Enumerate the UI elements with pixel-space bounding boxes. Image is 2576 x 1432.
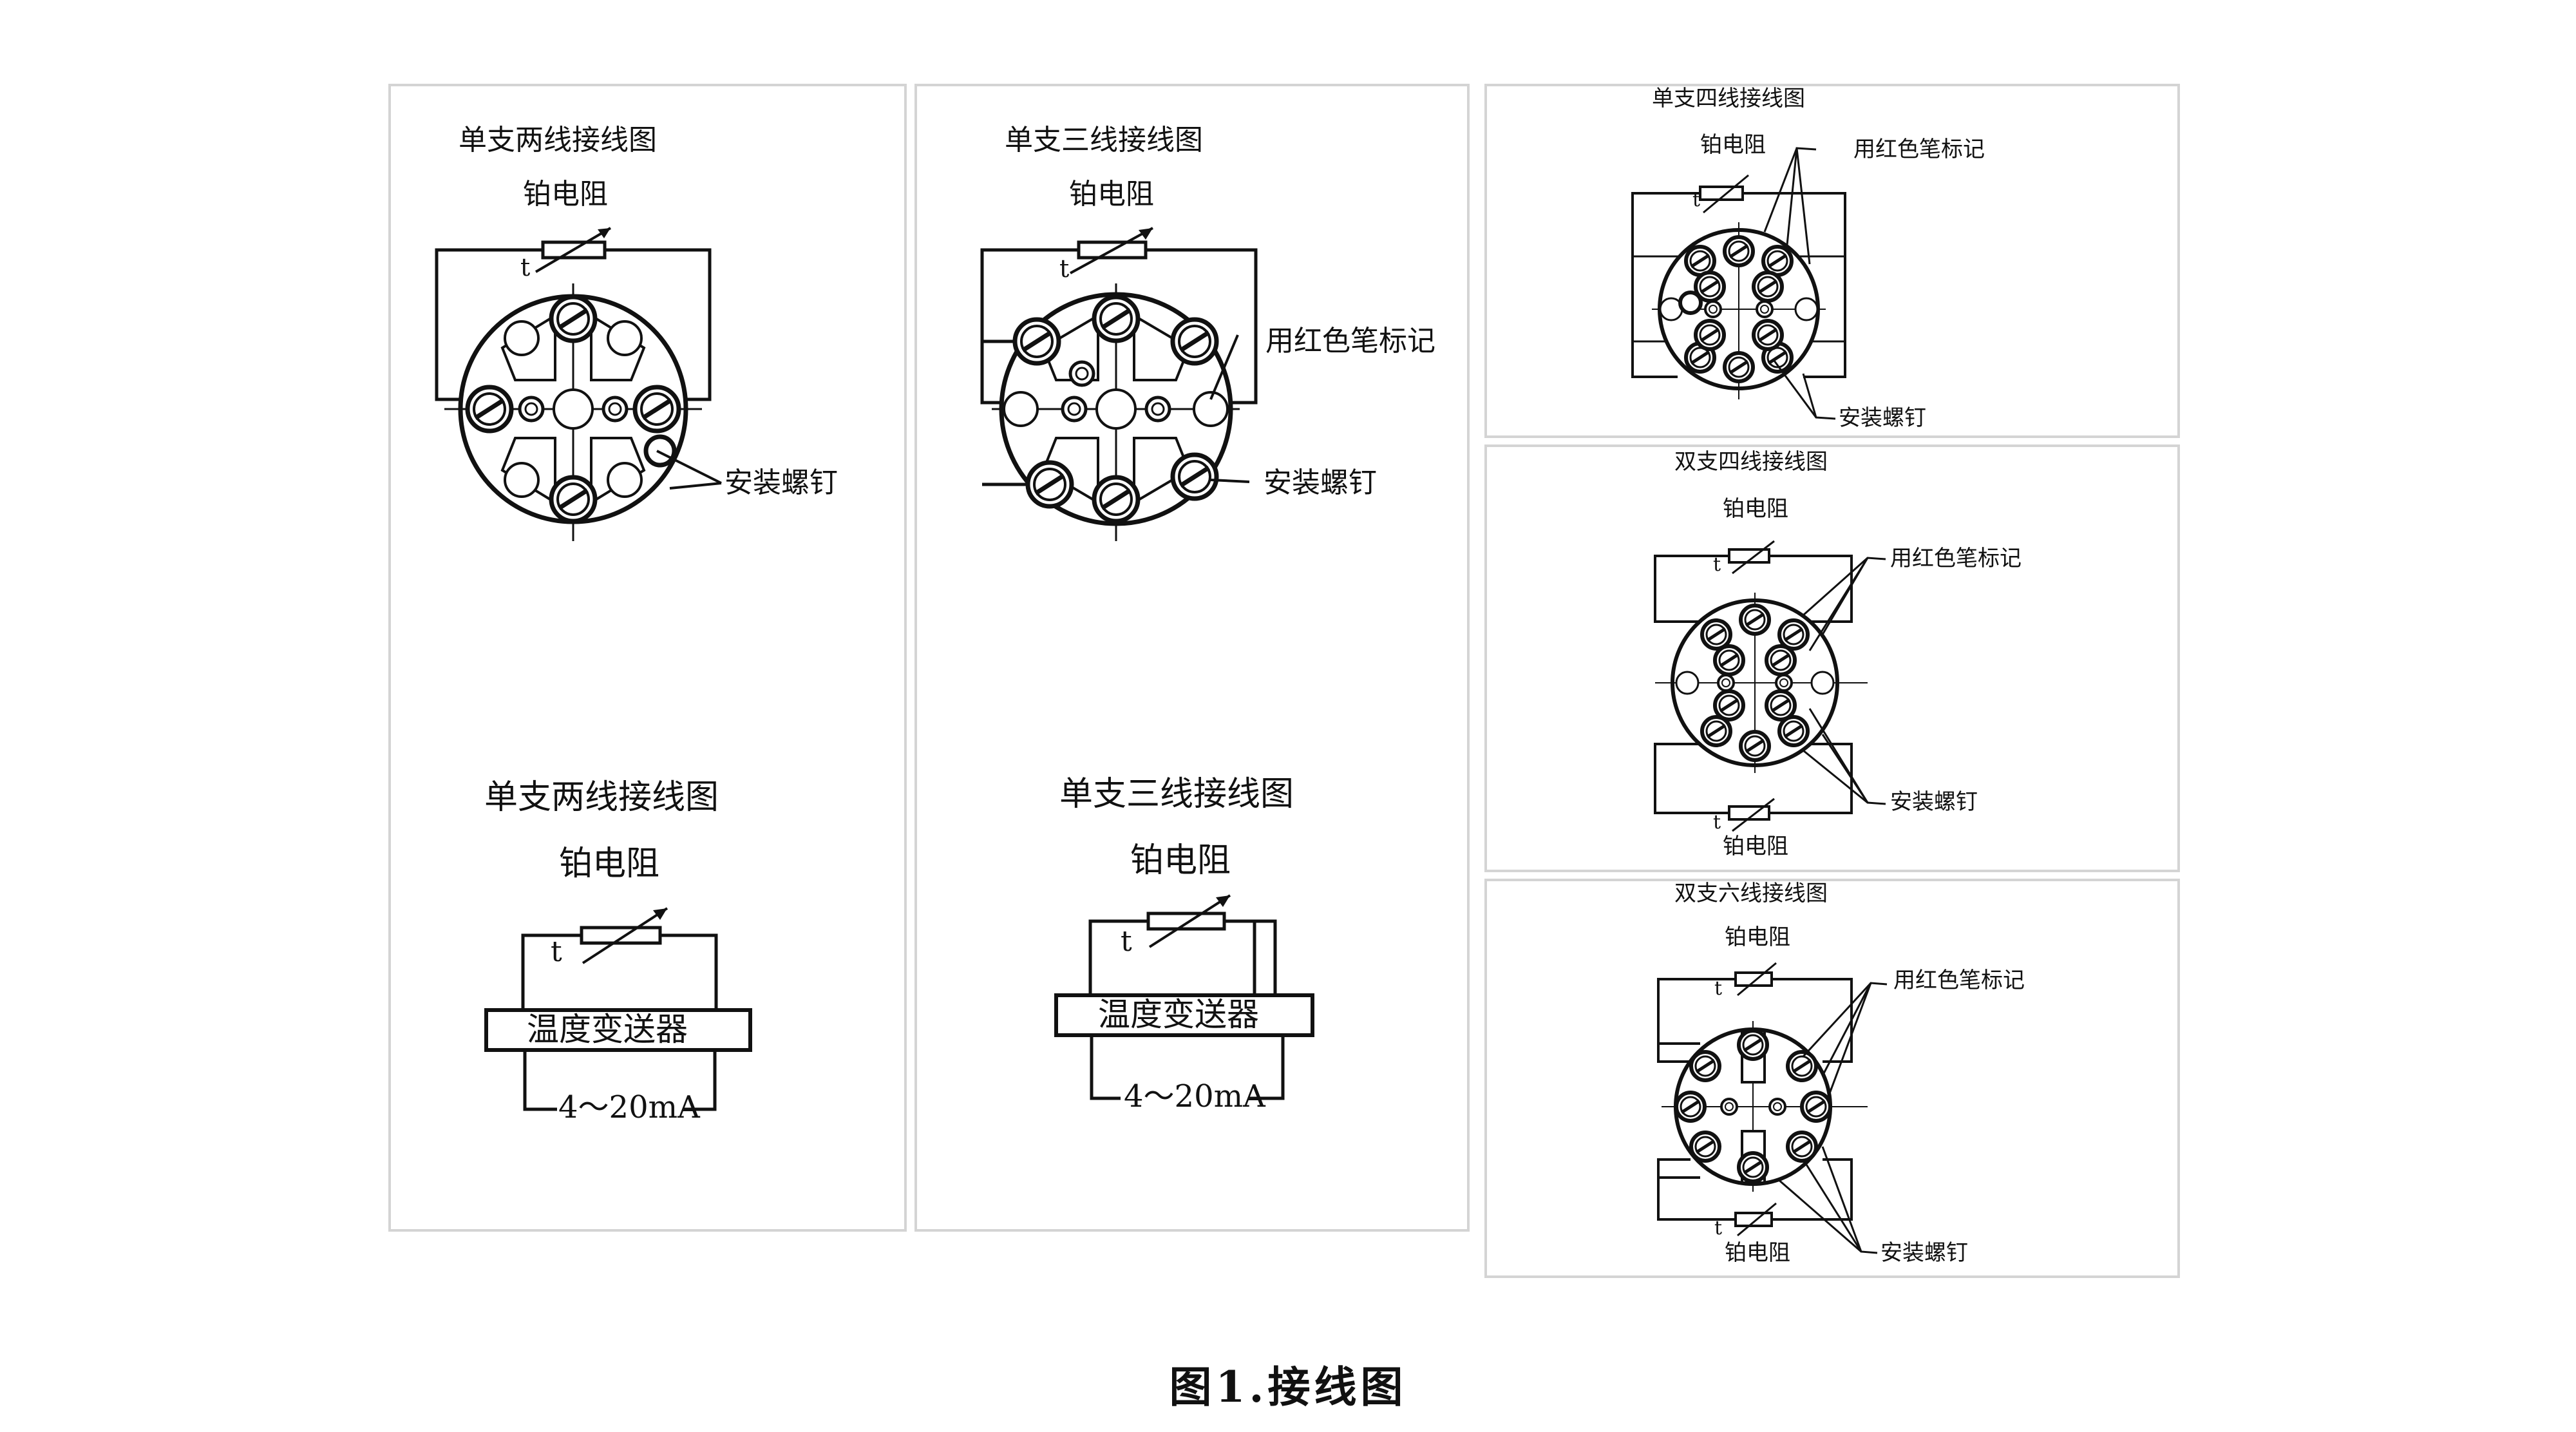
p3-terminal-diagram: [1631, 147, 1846, 420]
p4-red-mark-label: 用红色笔标记: [1890, 546, 2022, 571]
p1-resistor-bottom: 铂电阻: [559, 845, 660, 883]
p1-transmitter-diagram: [484, 907, 752, 1111]
p1-title-bottom: 单支两线接线图: [484, 778, 719, 817]
p5-resistor-bottom: 铂电阻: [1725, 1240, 1790, 1266]
p2-resistor-top: 铂电阻: [1069, 178, 1154, 211]
p4-resistor-top: 铂电阻: [1723, 496, 1788, 522]
p1-terminal-diagram: [435, 227, 722, 541]
p2-screw-label: 安装螺钉: [1264, 466, 1377, 499]
p5-screw-label: 安装螺钉: [1880, 1240, 1968, 1266]
p2-title-bottom: 单支三线接线图: [1059, 775, 1294, 814]
p1-t-top: t: [520, 253, 531, 282]
panel-double-six-wire: [1484, 879, 2180, 1278]
p4-t-top: t: [1713, 553, 1721, 576]
p3-screw-label: 安装螺钉: [1839, 405, 1926, 431]
p2-transmitter-label: 温度变送器: [1098, 996, 1259, 1033]
p4-terminal-diagram: [1654, 540, 1886, 832]
p5-red-mark-label: 用红色笔标记: [1893, 968, 2025, 993]
p4-title: 双支四线接线图: [1674, 449, 1828, 475]
panel-single-four-wire: [1484, 84, 2180, 438]
panel-single-three-wire: [914, 84, 1470, 1232]
panel-single-two-wire: [388, 84, 907, 1232]
p3-t: t: [1692, 189, 1701, 211]
p5-resistor-top: 铂电阻: [1725, 924, 1790, 950]
p4-screw-label: 安装螺钉: [1890, 789, 1978, 815]
p5-terminal-diagram: [1657, 962, 1888, 1254]
p2-terminal-diagram: [980, 227, 1258, 541]
p3-title: 单支四线接线图: [1652, 86, 1805, 111]
p3-resistor: 铂电阻: [1700, 132, 1766, 158]
p4-t-bottom: t: [1713, 811, 1721, 834]
p4-resistor-bottom: 铂电阻: [1723, 834, 1788, 859]
p5-t-top: t: [1714, 977, 1723, 1000]
p1-title-top: 单支两线接线图: [459, 124, 657, 157]
p1-screw-label: 安装螺钉: [724, 466, 838, 499]
p2-transmitter-diagram: [1054, 894, 1314, 1100]
p2-red-mark-label: 用红色笔标记: [1265, 325, 1435, 358]
p3-red-mark-label: 用红色笔标记: [1853, 137, 1985, 162]
p2-resistor-bottom: 铂电阻: [1130, 841, 1231, 880]
p1-t-bottom: t: [551, 935, 562, 968]
p2-title-top: 单支三线接线图: [1005, 124, 1203, 157]
p2-t-top: t: [1059, 254, 1070, 283]
p5-t-bottom: t: [1714, 1217, 1723, 1239]
p1-current-label: 4～20mA: [558, 1089, 700, 1125]
p1-resistor-top: 铂电阻: [523, 178, 608, 211]
p2-t-bottom: t: [1121, 925, 1132, 958]
figure-caption: 图1.接线图: [1169, 1362, 1407, 1412]
p5-title: 双支六线接线图: [1674, 881, 1828, 906]
panel-double-four-wire: [1484, 444, 2180, 872]
p2-current-label: 4～20mA: [1124, 1078, 1265, 1114]
p1-transmitter-label: 温度变送器: [527, 1011, 688, 1048]
